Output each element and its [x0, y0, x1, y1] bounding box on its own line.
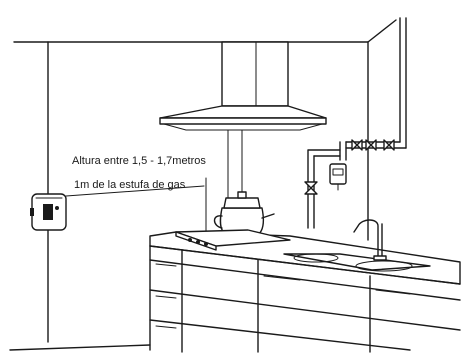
gas-meter-icon — [330, 164, 346, 190]
distance-label: 1m de la estufa de gas — [74, 179, 186, 191]
range-hood-icon — [160, 42, 326, 130]
gas-detector-icon — [30, 194, 66, 230]
valve-icon — [305, 182, 317, 194]
guide-lines — [228, 130, 242, 200]
height-annotation: Altura entre 1,5 - 1,7metros 1m de la es… — [66, 155, 206, 236]
height-label: Altura entre 1,5 - 1,7metros — [72, 155, 206, 167]
